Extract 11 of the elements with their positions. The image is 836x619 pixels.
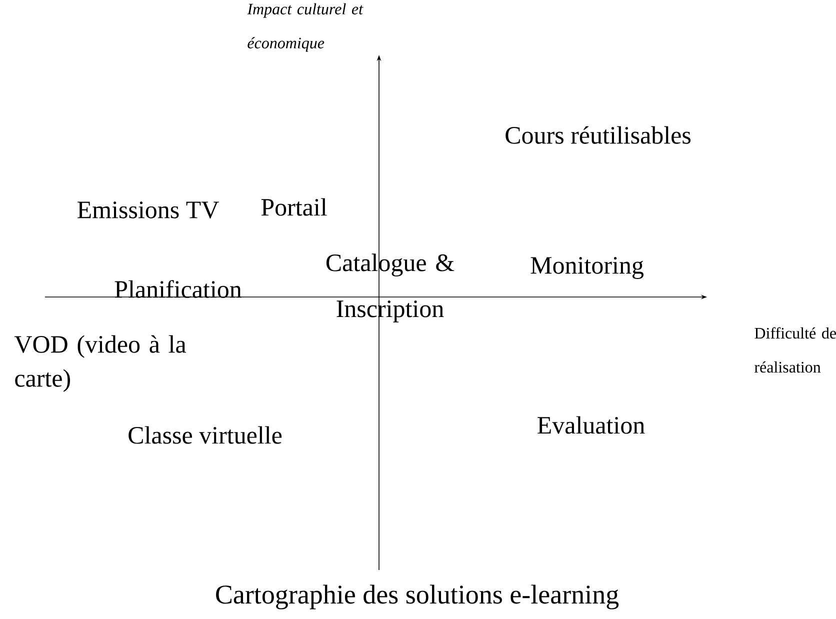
- point-label: Cours réutilisables: [506, 126, 691, 144]
- point-label: Planification: [114, 280, 242, 298]
- caption: Cartographie des solutions e-learning: [216, 584, 619, 610]
- point-label: Evaluation: [538, 416, 645, 434]
- axis-label: Difficulté de réalisation: [754, 327, 836, 373]
- point-label: Emissions TV: [78, 202, 219, 218]
- point-label: VOD (video à la carte): [14, 335, 186, 392]
- point-label: Classe virtuelle: [128, 426, 282, 444]
- axis-label: Impact culturel et économique: [247, 3, 364, 52]
- point-label: Portail: [261, 198, 327, 216]
- point-label: Monitoring: [530, 257, 644, 279]
